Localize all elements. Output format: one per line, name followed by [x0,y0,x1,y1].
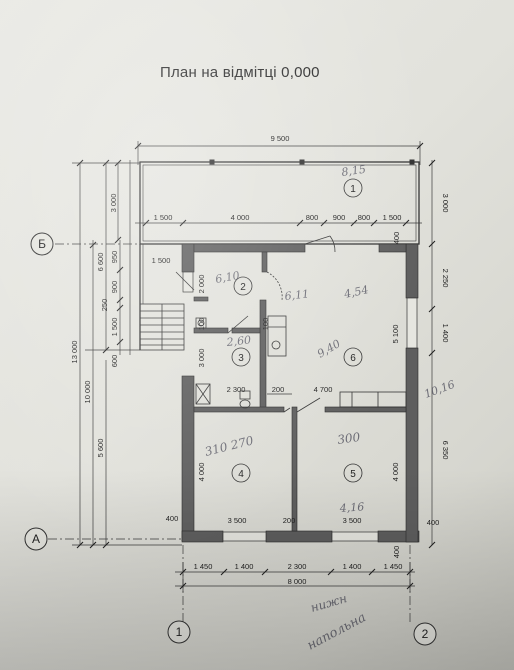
dim-bottom-overall: 8 000 [288,577,307,586]
doors [175,235,336,413]
dim-room6-w: 5 100 [391,325,400,344]
dim-edge-400-left: 400 [166,514,179,523]
dim-wall-200b: 200 [283,516,296,525]
note-room6-width: 4,54 [342,283,370,301]
dim-top-chain-3: 800 [306,213,319,222]
dim-corridor-w: 4 700 [314,385,333,394]
dim-wall-200a: 200 [272,385,285,394]
dimension-ticks [76,142,436,590]
room-markers [231,178,363,483]
dim-room3-h: 3 000 [197,349,206,368]
dim-left-terrace: 3 000 [109,194,118,213]
dim-left-chain-5: 600 [110,355,119,368]
room-number-5: 5 [350,469,356,480]
note-room6-area: 10,16 [423,378,457,401]
dim-bottom-chain-1: 1 450 [194,562,213,571]
dim-edge-400-top: 400 [392,232,401,245]
dim-top-chain-6: 1 500 [383,213,402,222]
stairs [139,303,185,351]
dim-left-mid: 10 000 [83,381,92,404]
dim-top-chain-5: 800 [358,213,371,222]
dim-bottom-chain-5: 1 450 [384,562,403,571]
dim-bottom-chain-2: 1 400 [235,562,254,571]
axis-bubbles [24,232,437,646]
note-room3-area: 2,60 [225,333,252,349]
note-room2-width: 6,11 [284,287,310,302]
plan-title: План на відмітці 0,000 [160,64,320,81]
note-room5-width: 4,16 [338,500,364,515]
dim-right-chain-2: 2 250 [441,269,450,288]
dim-small-100a: 100 [197,318,206,331]
dim-left-upper: 6 600 [96,253,105,272]
dim-top-chain-1: 1 500 [154,213,173,222]
dim-hall-w: 2 300 [227,385,246,394]
dim-top-chain-4: 900 [333,213,346,222]
dim-small-100b: 100 [261,318,270,331]
axis-label-b: Б [38,237,46,251]
dim-room5-h: 4 000 [391,463,400,482]
dim-left-chain-4: 1 500 [110,318,119,337]
dim-edge-400-bottom: 400 [392,546,401,559]
note-room5-dims: 300 [336,430,361,447]
dim-terrace-edge: 1 500 [152,256,171,265]
note-bottom-1: нижн [309,591,349,615]
dim-room4-w: 3 500 [228,516,247,525]
dim-bottom-chain-4: 1 400 [343,562,362,571]
room-number-3: 3 [238,353,244,364]
note-room2-area: 6,10 [214,269,240,286]
dim-left-chain-1: 950 [110,251,119,264]
room-number-1: 1 [350,184,356,195]
dim-left-lower: 5 600 [96,439,105,458]
dim-top-overall: 9 500 [271,134,290,143]
dim-left-outer: 13 000 [70,341,79,364]
walls [181,243,420,543]
dim-top-chain-2: 4 000 [231,213,250,222]
fixtures [195,315,407,409]
room-number-6: 6 [350,353,356,364]
room-number-2: 2 [240,282,246,293]
dim-left-chain-3: 250 [100,299,109,312]
dim-room5-w: 3 500 [343,516,362,525]
dim-right-chain-1: 3 000 [441,194,450,213]
axis-label-2: 2 [422,627,429,641]
note-terrace-area: 8,15 [341,163,367,179]
dim-left-chain-2: 900 [110,281,119,294]
dim-right-chain-3: 1 400 [441,324,450,343]
note-room6-depth: 9,40 [315,337,343,361]
dim-right-chain-4: 6 350 [441,441,450,460]
dim-bottom-chain-3: 2 300 [288,562,307,571]
dim-room4-h: 4 000 [197,463,206,482]
dim-room2-h: 2 000 [197,275,206,294]
room-number-4: 4 [238,469,244,480]
axis-label-a: А [32,532,40,546]
note-room4-dims: 310 270 [203,433,255,459]
dim-edge-400-right: 400 [427,518,440,527]
axis-label-1: 1 [176,625,183,639]
note-bottom-2: напольна [305,610,369,653]
windows [182,271,418,542]
